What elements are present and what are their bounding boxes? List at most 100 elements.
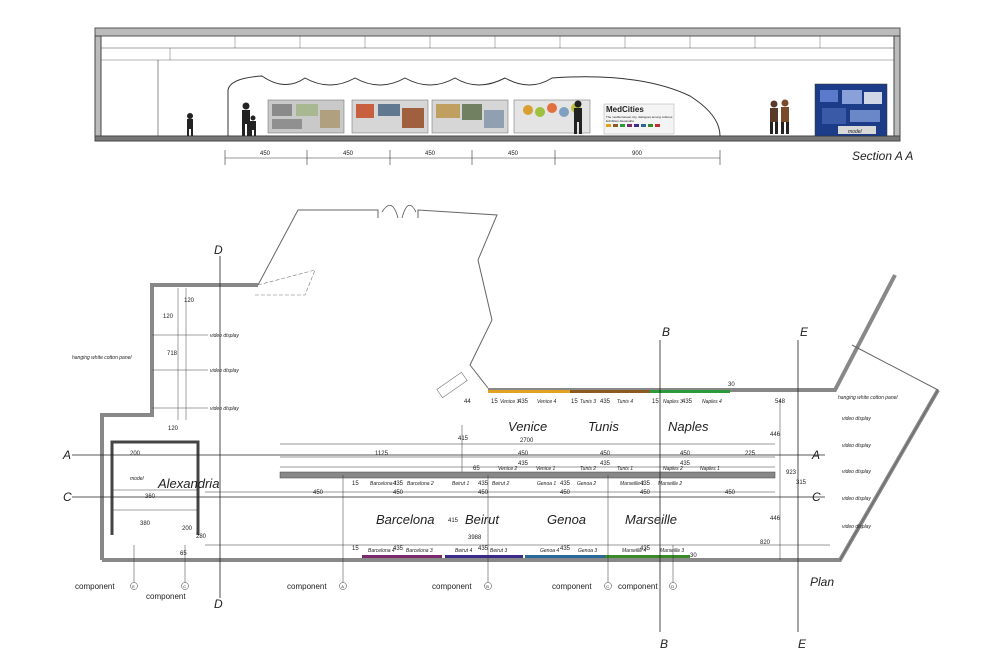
section-mark-a-right: A bbox=[811, 448, 820, 462]
component-c-right-mark: C bbox=[606, 584, 609, 589]
dim-120-a: 120 bbox=[184, 298, 195, 304]
video-display-right-1: video display bbox=[842, 416, 871, 422]
panel-beirut-2: Beirut 2 bbox=[492, 481, 509, 487]
section-mark-b-top: B bbox=[662, 325, 670, 339]
panel-genoa-4: Genoa 4 bbox=[540, 548, 559, 554]
display-walls bbox=[279, 390, 776, 558]
component-c-left[interactable]: component C bbox=[146, 582, 189, 602]
dim-450-d: 450 bbox=[393, 490, 404, 496]
panel-marseille-3: Marseille 3 bbox=[660, 548, 684, 554]
component-a[interactable]: component A bbox=[287, 582, 347, 591]
component-c-left-marker-icon bbox=[181, 582, 189, 590]
dim-415-a: 415 bbox=[458, 436, 469, 442]
hanging-panel-left-label: hanging white cotton panel bbox=[72, 355, 132, 361]
dim-718: 718 bbox=[167, 351, 178, 357]
person-2-icon bbox=[242, 102, 250, 136]
component-b-label: component bbox=[432, 582, 472, 591]
dim-548: 548 bbox=[775, 399, 786, 405]
alexandria-enclosure bbox=[110, 440, 200, 535]
dim-15-top-b: 15 bbox=[571, 399, 578, 405]
section-mark-e-bottom: E bbox=[798, 637, 807, 651]
component-e-marker-icon bbox=[130, 582, 138, 590]
dim-435-mid-c: 435 bbox=[560, 481, 571, 487]
wall-venice-top bbox=[488, 390, 570, 393]
panel-tunis-4: Tunis 4 bbox=[617, 399, 633, 405]
dim-200-bot: 200 bbox=[182, 526, 193, 532]
wall-genoa-bottom bbox=[525, 555, 605, 558]
room-barcelona: Barcelona bbox=[376, 512, 435, 527]
component-c-right-label: component bbox=[552, 582, 592, 591]
dim-450-b: 450 bbox=[600, 451, 611, 457]
component-d[interactable]: component D bbox=[618, 582, 677, 591]
cotton-panel-profile bbox=[227, 75, 721, 137]
room-beirut: Beirut bbox=[465, 512, 500, 527]
dim-15-top-a: 15 bbox=[491, 399, 498, 405]
dim-44: 44 bbox=[464, 399, 471, 405]
panel-tunis-2: Tunis 2 bbox=[580, 466, 596, 472]
component-b[interactable]: component B bbox=[432, 582, 492, 591]
room-naples: Naples bbox=[668, 419, 709, 434]
section-title: Section A A bbox=[852, 149, 913, 163]
section-dim-2: 450 bbox=[343, 151, 354, 157]
dim-415-b: 415 bbox=[448, 518, 459, 524]
component-c-right[interactable]: component C bbox=[552, 582, 612, 591]
component-d-label: component bbox=[618, 582, 658, 591]
dim-435-mid-d: 435 bbox=[640, 481, 651, 487]
dim-2700: 2700 bbox=[520, 438, 534, 444]
panel-tunis-1: Tunis 1 bbox=[617, 466, 633, 472]
medcities-panel-subtitle-2: Exhibition Alexandria bbox=[606, 119, 634, 123]
section-dim-3: 450 bbox=[425, 151, 436, 157]
section-mark-c-right: C bbox=[812, 490, 821, 504]
component-e[interactable]: component E bbox=[75, 582, 138, 591]
video-display-right-3: video display bbox=[842, 469, 871, 475]
room-tunis: Tunis bbox=[588, 419, 619, 434]
dim-435-top-b: 435 bbox=[600, 399, 611, 405]
plan-walls bbox=[100, 274, 940, 562]
hanging-panel-right-label: hanging white cotton panel bbox=[838, 395, 898, 401]
section-floor bbox=[94, 135, 901, 142]
person-1-icon bbox=[187, 113, 193, 136]
section-view bbox=[94, 27, 901, 142]
panel-venice-1: Venice 1 bbox=[536, 466, 555, 472]
dim-450-c: 450 bbox=[680, 451, 691, 457]
dim-450-e: 450 bbox=[478, 490, 489, 496]
section-dim-5: 900 bbox=[632, 151, 643, 157]
dim-225: 225 bbox=[745, 451, 756, 457]
panel-genoa-1: Genoa 1 bbox=[537, 481, 556, 487]
medcities-panel-title: MedCities bbox=[606, 105, 644, 114]
dim-280: 280 bbox=[196, 534, 207, 540]
dim-15-top-c: 15 bbox=[652, 399, 659, 405]
wall-barcelona-bottom bbox=[362, 555, 442, 558]
panel-venice-4: Venice 4 bbox=[537, 399, 556, 405]
room-alexandria: Alexandria bbox=[157, 476, 219, 491]
section-mark-a-left: A bbox=[62, 448, 71, 462]
dim-435-top-a: 435 bbox=[518, 399, 529, 405]
plan-dimension-lines bbox=[205, 400, 830, 560]
dashed-canopy bbox=[255, 269, 316, 296]
plan-title: Plan bbox=[810, 575, 834, 589]
dim-15-mid-a: 15 bbox=[352, 481, 359, 487]
dim-120-c: 120 bbox=[168, 426, 179, 432]
component-d-mark: D bbox=[671, 584, 674, 589]
panel-naples-4: Naples 4 bbox=[702, 399, 722, 405]
person-6-icon bbox=[781, 99, 789, 134]
section-people bbox=[187, 99, 789, 136]
component-d-marker-icon bbox=[669, 582, 677, 590]
panel-barcelona-4: Barcelona 4 bbox=[368, 548, 395, 554]
component-b-mark: B bbox=[486, 584, 489, 589]
video-display-right-2: video display bbox=[842, 443, 871, 449]
component-c-right-marker-icon bbox=[604, 582, 612, 590]
section-mark-e-top: E bbox=[800, 325, 809, 339]
dim-315: 315 bbox=[796, 480, 807, 486]
dim-435-bot-d: 435 bbox=[640, 546, 651, 552]
dim-446-a: 446 bbox=[770, 432, 781, 438]
panel-beirut-3: Beirut 3 bbox=[490, 548, 507, 554]
panel-beirut-1: Beirut 1 bbox=[452, 481, 469, 487]
wall-naples-top bbox=[650, 390, 730, 393]
section-right-wall bbox=[893, 35, 901, 142]
dim-65-b: 65 bbox=[180, 551, 187, 557]
panel-tunis-3: Tunis 3 bbox=[580, 399, 596, 405]
component-c-left-label: component bbox=[146, 592, 186, 601]
panel-naples-2: Naples 2 bbox=[663, 466, 683, 472]
